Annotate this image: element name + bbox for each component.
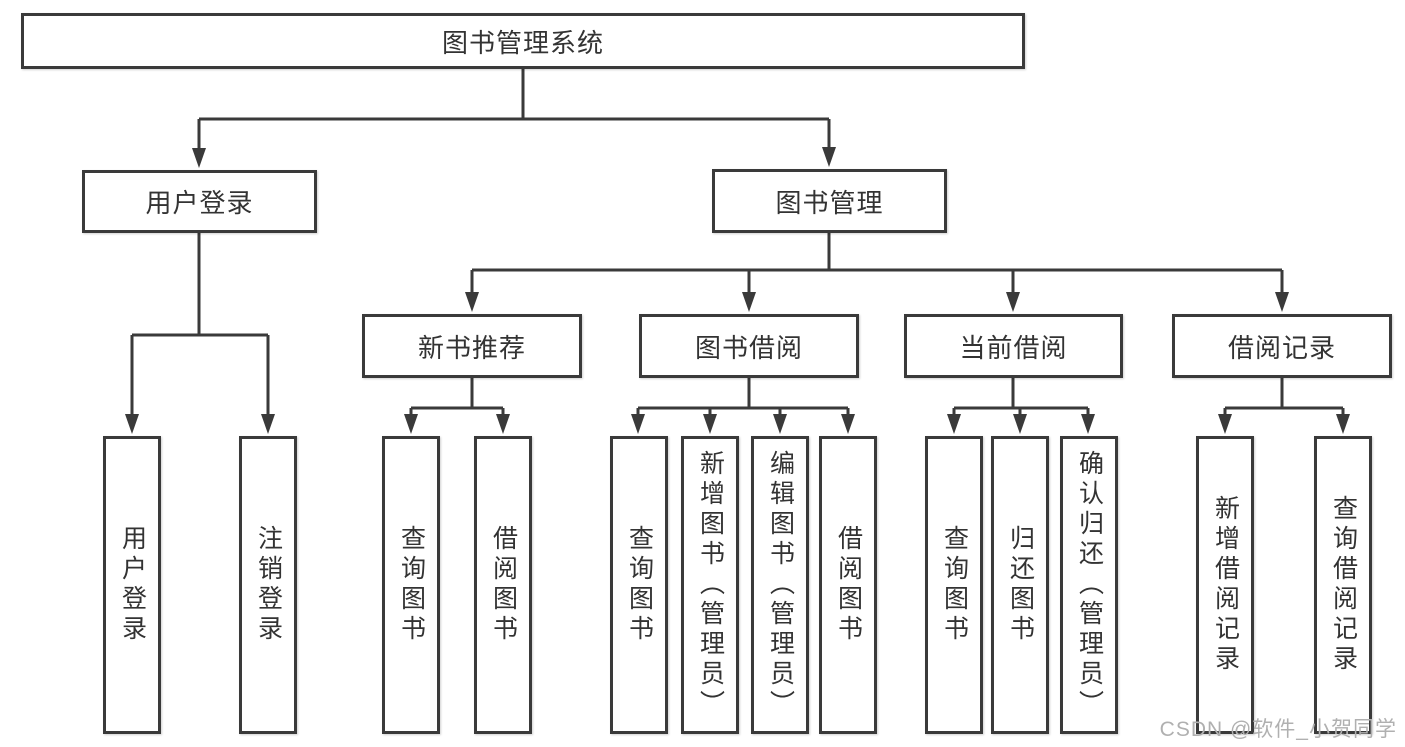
node-label: 用户登录 (145, 188, 254, 218)
leaf-label: 用户登录 (118, 525, 147, 645)
leaf-label: 注销登录 (254, 525, 283, 645)
leaf-query-borrow-record: 查询借阅记录 (1314, 436, 1372, 734)
leaf-query-books-recommend: 查询图书 (382, 436, 440, 734)
leaf-label: 新增图书（管理员） (696, 450, 725, 720)
node-library-management-system: 图书管理系统 (21, 13, 1025, 69)
leaf-label: 借阅图书 (489, 525, 518, 645)
node-label: 图书管理 (775, 187, 884, 218)
node-user-login: 用户登录 (82, 170, 317, 233)
leaf-add-book-admin: 新增图书（管理员） (681, 436, 739, 734)
leaf-user-login: 用户登录 (103, 436, 161, 734)
leaf-label: 编辑图书（管理员） (766, 450, 795, 720)
leaf-borrow-books-recommend: 借阅图书 (474, 436, 532, 734)
leaf-edit-book-admin: 编辑图书（管理员） (751, 436, 809, 734)
node-label: 新书推荐 (417, 332, 526, 363)
arrowheads (125, 147, 1350, 434)
node-label: 图书管理系统 (441, 27, 604, 58)
leaf-confirm-return-admin: 确认归还（管理员） (1060, 436, 1118, 734)
node-new-book-recommendation: 新书推荐 (362, 314, 582, 378)
leaf-query-books-current: 查询图书 (925, 436, 983, 734)
leaf-label: 确认归还（管理员） (1075, 450, 1104, 720)
watermark: CSDN @软件_小贺同学 (1159, 718, 1397, 741)
leaf-logout: 注销登录 (239, 436, 297, 734)
leaf-label: 查询图书 (625, 525, 654, 645)
leaf-label: 查询借阅记录 (1329, 495, 1358, 675)
node-book-management: 图书管理 (712, 169, 947, 233)
node-book-borrowing: 图书借阅 (639, 314, 859, 378)
node-label: 当前借阅 (959, 332, 1068, 363)
leaf-return-book: 归还图书 (991, 436, 1049, 734)
leaf-add-borrow-record: 新增借阅记录 (1196, 436, 1254, 734)
leaf-query-books-borrowing: 查询图书 (610, 436, 668, 734)
leaf-label: 归还图书 (1006, 525, 1035, 645)
leaf-label: 查询图书 (940, 525, 969, 645)
leaf-label: 新增借阅记录 (1211, 495, 1240, 675)
node-current-borrowing: 当前借阅 (904, 314, 1123, 378)
node-label: 借阅记录 (1227, 332, 1336, 363)
leaf-label: 借阅图书 (834, 525, 863, 645)
node-borrowing-records: 借阅记录 (1172, 314, 1392, 378)
node-label: 图书借阅 (694, 332, 803, 363)
leaf-label: 查询图书 (397, 525, 426, 645)
leaf-borrow-books-borrowing: 借阅图书 (819, 436, 877, 734)
